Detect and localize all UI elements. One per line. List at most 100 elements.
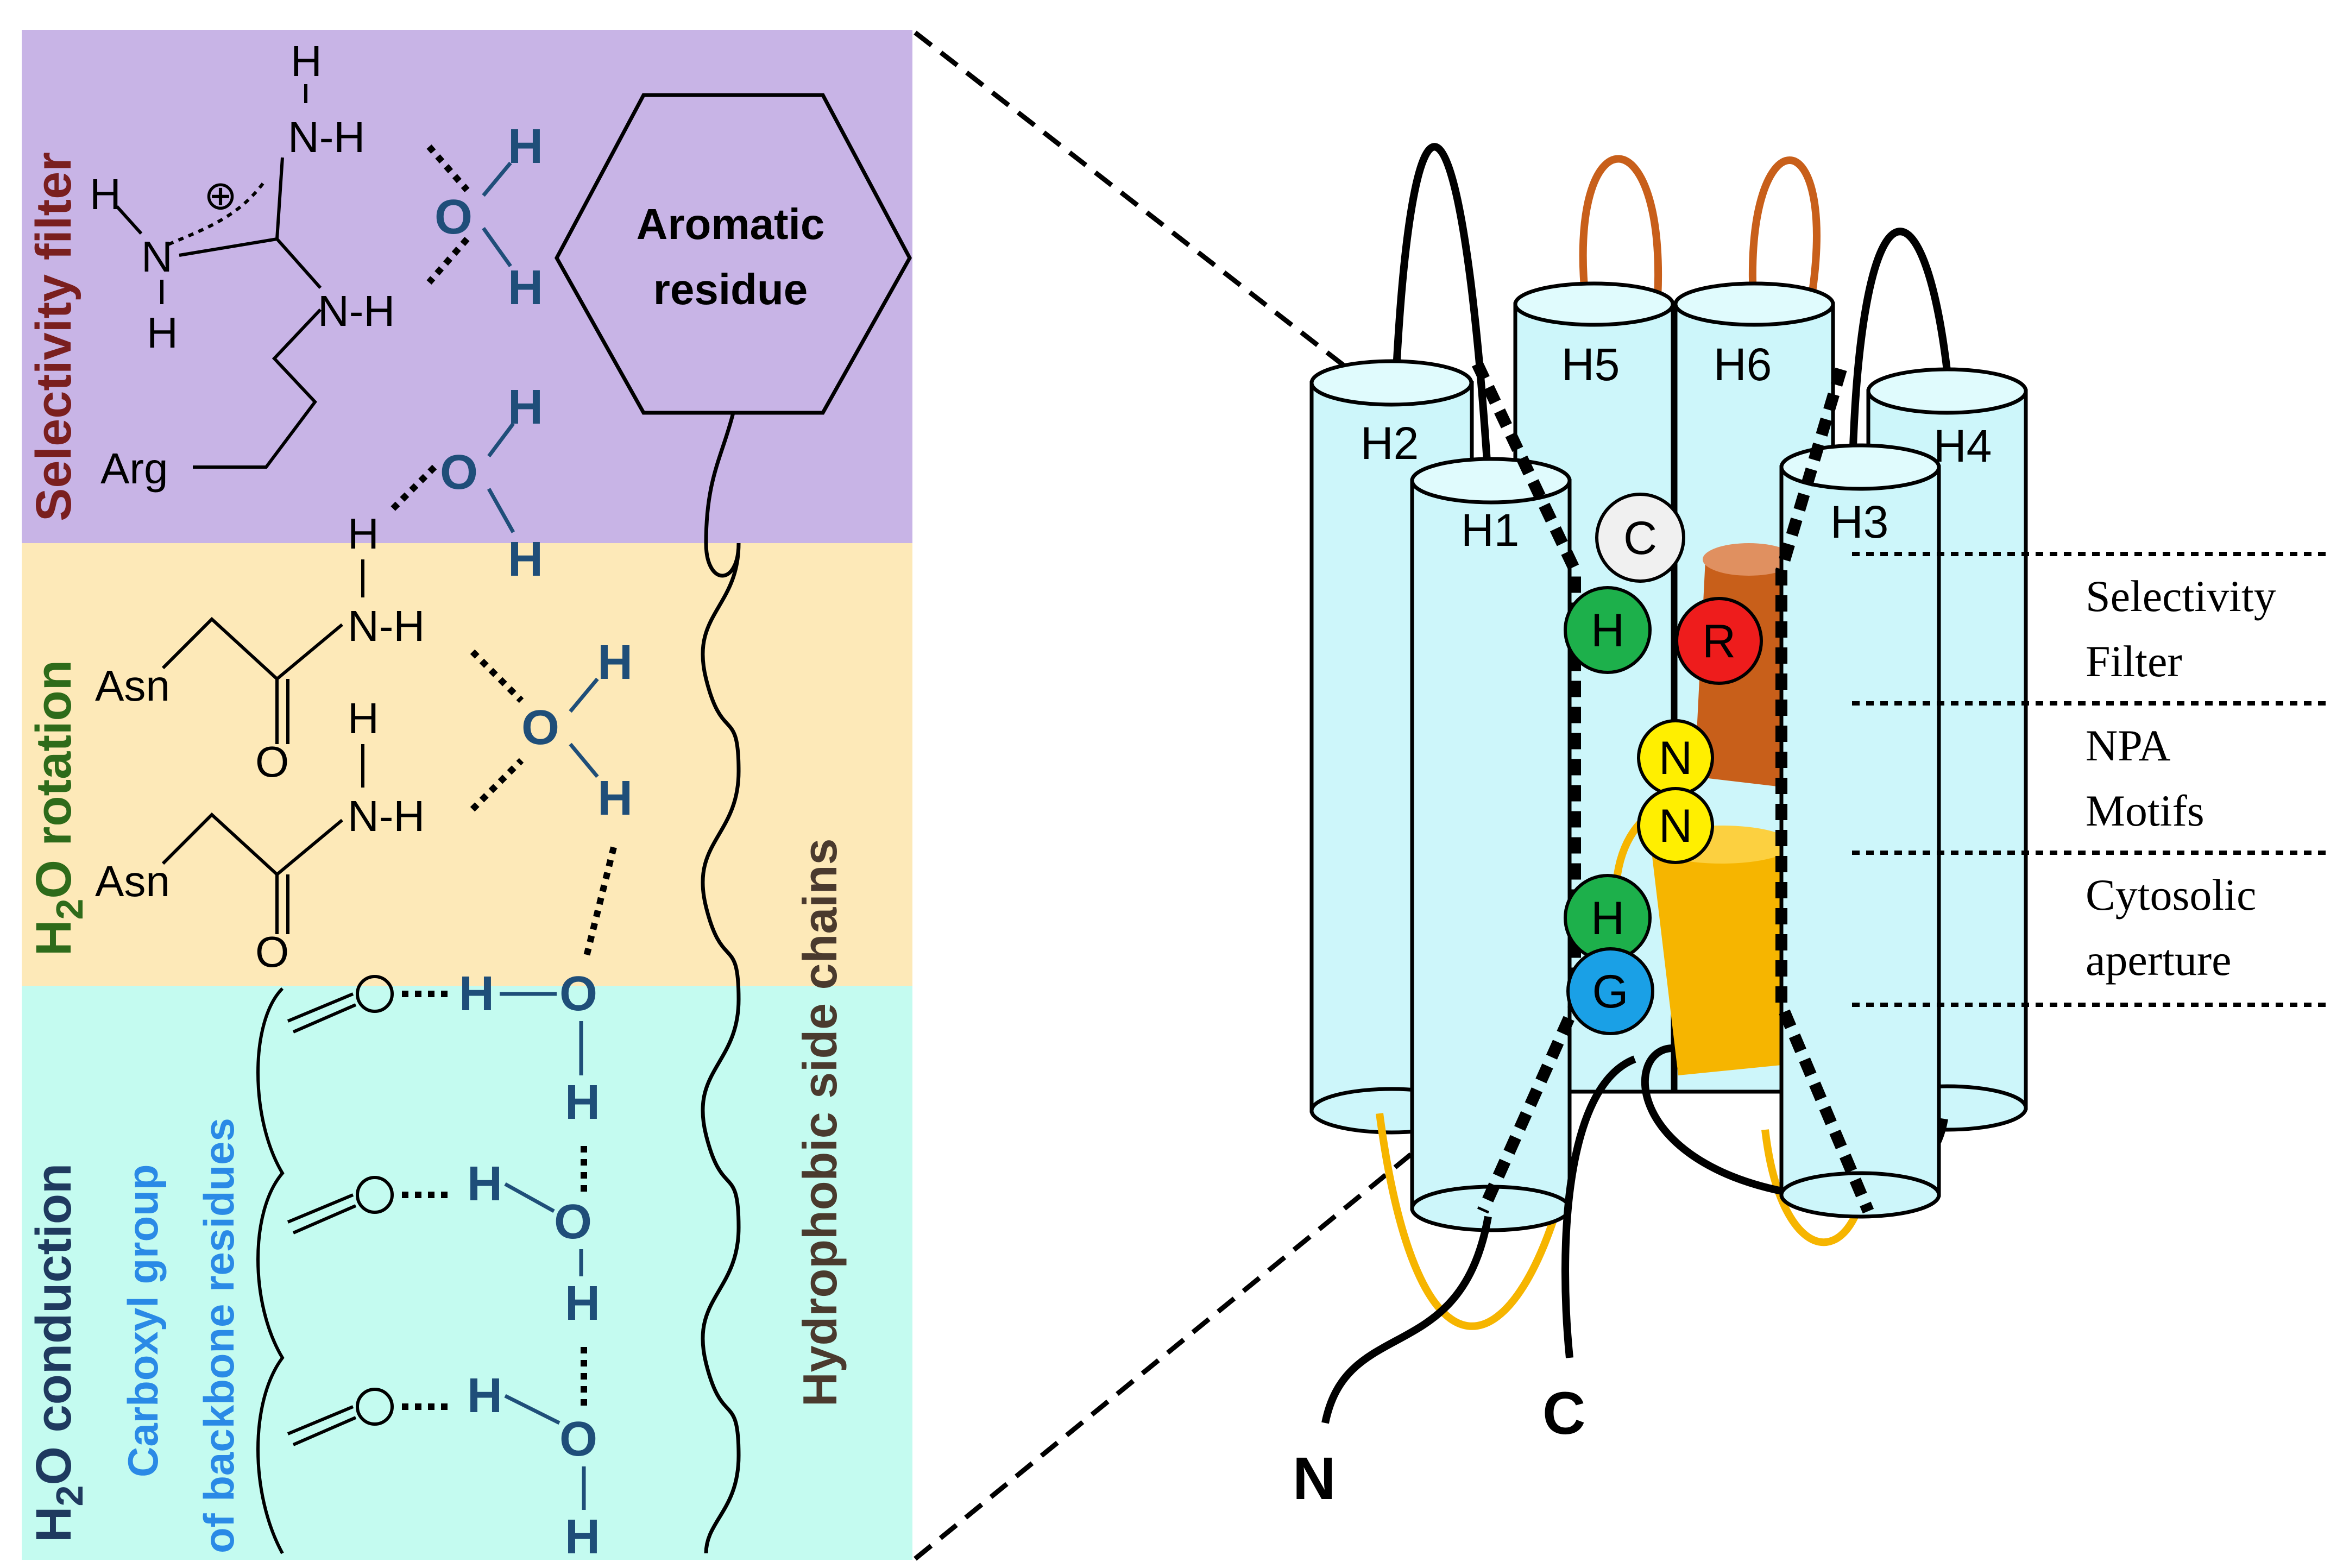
helix-h1: H1	[1410, 457, 1572, 1232]
residue-c-circle	[1595, 493, 1685, 583]
helix-h2-label: H2	[1361, 418, 1419, 469]
asn-2-o: O	[255, 928, 289, 976]
helix-h6-label: H6	[1714, 339, 1772, 390]
asn-1-h: H	[348, 509, 379, 558]
w3-h2: H	[597, 771, 633, 826]
residue-h-top-label: H	[1591, 604, 1624, 657]
label-cyto-2: aperture	[2086, 935, 2232, 985]
arg-h-bottom: H	[147, 308, 178, 357]
residue-c-label: C	[1623, 512, 1657, 564]
arg-nh-2: N-H	[318, 287, 395, 335]
c-terminal-tail	[1561, 1055, 1636, 1358]
helix-h5-label: H5	[1561, 339, 1620, 390]
residue-n2-circle	[1637, 787, 1714, 864]
helix-h3: H3	[1779, 443, 1941, 1219]
residue-g-label: G	[1592, 966, 1629, 1018]
asn-1-nh: N-H	[348, 602, 425, 650]
asn-1-o: O	[255, 738, 289, 786]
hydrogen-bonds	[388, 144, 617, 1410]
region-labels: Selectivity Filter NPA Motifs Cytosolic …	[2086, 571, 2276, 985]
loop-orange-2	[1748, 156, 1821, 316]
hydrophobic-brace	[701, 412, 741, 1554]
arg-plus: ⊕	[204, 173, 237, 218]
w2-o: O	[440, 445, 478, 500]
c-terminal-label: C	[1542, 1380, 1585, 1447]
label-npa-2: Motifs	[2086, 786, 2205, 835]
residue-r-label: R	[1702, 615, 1736, 667]
w5-h: H	[467, 1157, 502, 1211]
w5-o: O	[554, 1195, 592, 1249]
aromatic-hexagon	[555, 93, 912, 415]
w4-h2: H	[565, 1075, 600, 1130]
residue-g-circle	[1566, 947, 1654, 1035]
n-terminal-tail	[1321, 1216, 1492, 1424]
residue-circles: C H R N N H G	[1564, 493, 1763, 1035]
h2o-rotation-rest: O rotation	[26, 660, 81, 899]
h2o-conduction-label: H2O conduction	[26, 1163, 91, 1542]
residue-h-bottom-label: H	[1591, 892, 1624, 944]
rotation-band	[22, 543, 912, 986]
asn-2-label: Asn	[95, 857, 170, 905]
h2o-rotation-label: H2O rotation	[26, 660, 91, 956]
hydrophobic-label: Hydrophobic side chains	[793, 839, 847, 1407]
selectivity-band	[22, 30, 912, 543]
selectivity-filter-label: Selectivity filter	[26, 152, 81, 521]
h2o-rotation-h: H	[26, 920, 81, 956]
zoom-line-bottom	[914, 992, 1609, 1561]
h2o-conduction-h: H	[26, 1507, 81, 1542]
label-cyto-1: Cytosolic	[2086, 870, 2256, 920]
arg-h-top: H	[291, 37, 322, 85]
h2o-conduction-sub: 2	[48, 1485, 91, 1507]
w1-h2: H	[508, 261, 543, 315]
h2o-rotation-sub: 2	[48, 899, 91, 920]
aromatic-label-line2: residue	[653, 265, 808, 313]
w4-o: O	[559, 967, 597, 1021]
conduction-band	[22, 986, 912, 1560]
w3-h1: H	[597, 635, 633, 690]
chemistry-panel: Selectivity filter H2O rotation H2O cond…	[22, 30, 912, 1564]
asn-1-label: Asn	[95, 662, 170, 710]
residue-n2-label: N	[1659, 800, 1692, 852]
label-selectivity-1: Selectivity	[2086, 571, 2276, 621]
water-molecules: H O H H O H H O H H O H H O H H O H	[434, 119, 633, 1564]
w2-h2: H	[508, 532, 543, 587]
w3-o: O	[521, 701, 559, 755]
asn-groups: Asn H N-H O Asn H N-H O	[95, 509, 425, 976]
w4-h: H	[459, 967, 494, 1021]
w6-h: H	[467, 1369, 502, 1423]
label-npa-1: NPA	[2086, 721, 2171, 770]
aromatic-label-line1: Aromatic	[637, 200, 825, 248]
yellow-cone	[1651, 836, 1792, 1075]
pore-outline	[1472, 361, 1874, 1214]
arg-nh-1: N-H	[288, 113, 365, 161]
backbone-carbonyls	[256, 975, 394, 1554]
arg-n-left: N	[141, 232, 173, 281]
loop-black-1	[1392, 143, 1492, 478]
loop-black-2	[1848, 228, 1954, 489]
w6-o: O	[559, 1412, 597, 1466]
asn-2-nh: N-H	[348, 792, 425, 840]
w6-h2: H	[565, 1510, 600, 1564]
loop-yellow-bottom-left	[1376, 1113, 1568, 1330]
helix-h4-label: H4	[1933, 420, 1992, 471]
residue-r-circle	[1675, 597, 1763, 685]
residue-n1-label: N	[1659, 732, 1692, 784]
residue-h-top-circle	[1564, 586, 1652, 674]
w1-h1: H	[508, 119, 543, 174]
arg-label: Arg	[100, 444, 168, 493]
loop-orange-1	[1579, 155, 1662, 316]
h2o-conduction-rest: O conduction	[26, 1163, 81, 1485]
label-selectivity-2: Filter	[2086, 637, 2182, 686]
arg-group: H N-H ⊕ H N H N-H Arg	[90, 37, 395, 493]
arg-h-left: H	[90, 170, 121, 218]
helix-h3-label: H3	[1830, 496, 1888, 547]
n-terminal-label: N	[1293, 1445, 1336, 1512]
helix-h1-label: H1	[1461, 505, 1519, 556]
carboxyl-label-line1: Carboxyl group	[119, 1164, 167, 1477]
channel-panel: H5 H6 H2 H4	[1293, 143, 2330, 1512]
w5-h2: H	[565, 1276, 600, 1331]
region-dividers	[1852, 552, 2330, 1007]
w1-o: O	[434, 190, 473, 244]
asn-2-h: H	[348, 694, 379, 742]
